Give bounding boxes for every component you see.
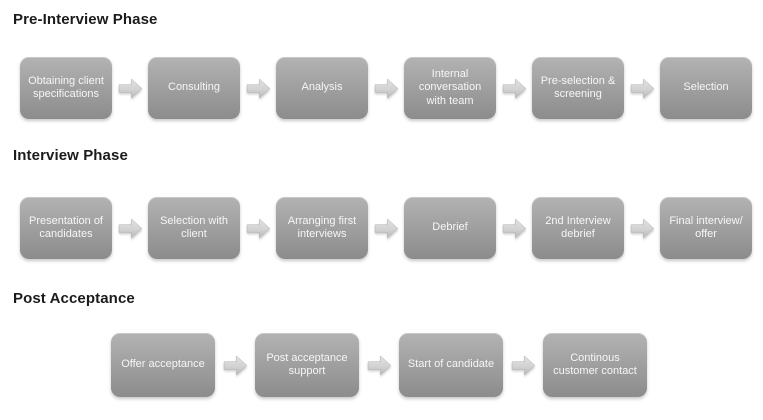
arrow-right-icon [240,217,276,239]
step-arranging-first-interviews: Arranging first interviews [276,197,368,259]
phase-title-post-acceptance: Post Acceptance [13,290,135,307]
step-post-acceptance-support: Post acceptance support [255,333,359,397]
arrow-right-icon [215,354,255,376]
step-internal-conversation-with-team: Internal conversation with team [404,57,496,119]
arrow-right-icon [624,77,660,99]
step-presentation-of-candidates: Presentation of candidates [20,197,112,259]
step-selection: Selection [660,57,752,119]
arrow-right-icon [368,77,404,99]
step-obtaining-client-specifications: Obtaining client specifications [20,57,112,119]
phase-row-pre-interview: Obtaining client specifications Consulti… [20,57,752,119]
step-offer-acceptance: Offer acceptance [111,333,215,397]
step-selection-with-client: Selection with client [148,197,240,259]
step-2nd-interview-debrief: 2nd Interview debrief [532,197,624,259]
arrow-right-icon [496,217,532,239]
step-analysis: Analysis [276,57,368,119]
arrow-right-icon [503,354,543,376]
phase-title-pre-interview: Pre-Interview Phase [13,11,158,28]
phase-row-post-acceptance: Offer acceptance Post acceptance support… [111,333,647,397]
step-continous-customer-contact: Continous customer contact [543,333,647,397]
step-final-interview-offer: Final interview/ offer [660,197,752,259]
phase-title-interview: Interview Phase [13,147,128,164]
arrow-right-icon [112,77,148,99]
arrow-right-icon [240,77,276,99]
arrow-right-icon [112,217,148,239]
arrow-right-icon [359,354,399,376]
phase-row-interview: Presentation of candidates Selection wit… [20,197,752,259]
arrow-right-icon [496,77,532,99]
arrow-right-icon [624,217,660,239]
step-consulting: Consulting [148,57,240,119]
step-debrief: Debrief [404,197,496,259]
step-pre-selection-screening: Pre-selection & screening [532,57,624,119]
step-start-of-candidate: Start of candidate [399,333,503,397]
arrow-right-icon [368,217,404,239]
